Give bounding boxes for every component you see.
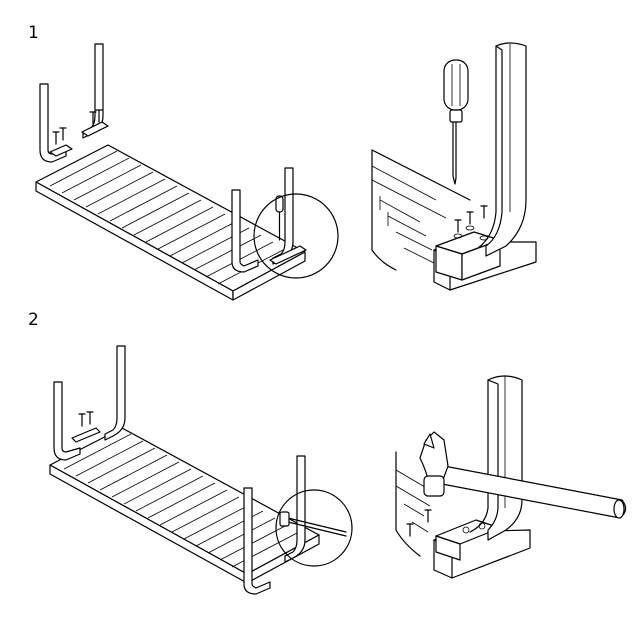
detail-callout-circle <box>253 193 339 279</box>
screwdriver-icon <box>275 195 284 241</box>
screwdriver-icon <box>443 59 469 185</box>
screws <box>453 205 489 241</box>
step-1-number: 1 <box>28 23 39 43</box>
step-2: 2 <box>28 310 627 595</box>
detail-view-step-1 <box>371 42 537 291</box>
detail-callout-circle <box>275 489 353 567</box>
bench-overview-step-1 <box>35 43 339 301</box>
leg-frame-left <box>39 43 109 163</box>
leg-frame-right <box>231 167 307 273</box>
step-1: 1 <box>28 23 537 301</box>
detail-view-step-2 <box>395 375 627 579</box>
hammer-icon <box>419 431 627 519</box>
leg-frame-left <box>53 345 126 461</box>
step-2-number: 2 <box>28 310 39 330</box>
hammer-icon <box>279 511 347 537</box>
bench-overview-step-2 <box>49 345 353 595</box>
leg-frame-right <box>243 455 306 595</box>
